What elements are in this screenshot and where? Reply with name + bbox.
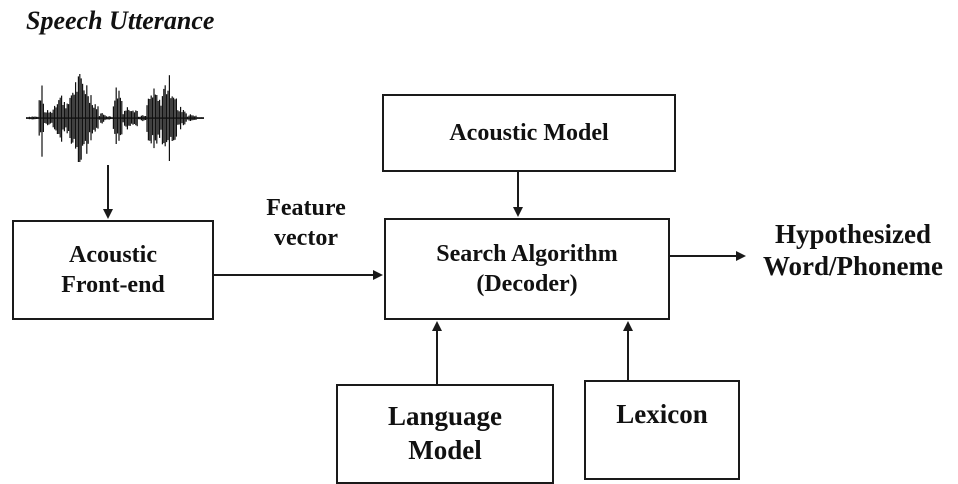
waveform-sample xyxy=(40,101,41,133)
waveform-sample xyxy=(74,95,75,139)
waveform-sample xyxy=(116,88,117,145)
language-model-label-line2: Model xyxy=(388,434,502,468)
waveform-sample xyxy=(148,99,149,141)
waveform-sample xyxy=(167,91,168,140)
lexicon-box: Lexicon xyxy=(584,380,740,480)
acoustic-model-label: Acoustic Model xyxy=(449,118,608,148)
acoustic-model-box: Acoustic Model xyxy=(382,94,676,172)
search-algorithm-box: Search Algorithm (Decoder) xyxy=(384,218,670,320)
acoustic-frontend-box: Acoustic Front-end xyxy=(12,220,214,320)
waveform-sample xyxy=(114,101,115,134)
waveform-baseline xyxy=(26,117,204,118)
waveform-sample xyxy=(82,84,83,146)
search-algorithm-label: Search Algorithm xyxy=(436,239,618,269)
waveform-sample xyxy=(117,99,118,134)
waveform-sample xyxy=(83,90,84,144)
speech-waveform-icon xyxy=(26,58,204,162)
waveform-sample xyxy=(92,105,93,133)
waveform-sample xyxy=(78,76,79,162)
waveform-sample xyxy=(71,95,72,143)
waveform-sample xyxy=(152,98,153,136)
waveform-sample xyxy=(156,95,157,144)
waveform-sample xyxy=(58,100,59,134)
waveform-sample xyxy=(57,104,58,134)
waveform-sample xyxy=(165,85,166,146)
waveform-sample xyxy=(151,96,152,144)
waveform-sample xyxy=(55,107,56,130)
language-model-box: Language Model xyxy=(336,384,554,484)
waveform-sample xyxy=(62,105,63,130)
waveform-sample xyxy=(173,98,174,141)
language-model-label-line1: Language xyxy=(388,400,502,434)
waveform-sample xyxy=(41,86,42,157)
waveform-sample xyxy=(88,96,89,144)
waveform-sample xyxy=(120,98,121,135)
frontend-label-line1: Acoustic xyxy=(61,240,165,270)
output-label-line2: Word/Phoneme xyxy=(748,250,958,282)
waveform-sample xyxy=(86,85,87,154)
diagram-title: Speech Utterance xyxy=(26,6,214,36)
waveform-sample xyxy=(64,102,65,131)
feature-vector-label: Feature vector xyxy=(246,193,366,253)
waveform-sample xyxy=(162,96,163,144)
waveform-sample xyxy=(163,89,164,143)
waveform-sample xyxy=(149,99,150,141)
waveform-sample xyxy=(118,91,119,141)
waveform-sample xyxy=(75,82,76,148)
feature-label-line2: vector xyxy=(246,223,366,253)
waveform-sample xyxy=(159,100,160,138)
output-label: Hypothesized Word/Phoneme xyxy=(748,218,958,283)
waveform-sample xyxy=(76,92,77,147)
output-label-line1: Hypothesized xyxy=(748,218,958,250)
waveform-sample xyxy=(81,78,82,159)
decoder-label: (Decoder) xyxy=(436,269,618,299)
feature-label-line1: Feature xyxy=(246,193,366,223)
waveform-sample xyxy=(131,111,132,124)
waveform-sample xyxy=(174,99,175,140)
lexicon-label: Lexicon xyxy=(616,398,708,432)
frontend-label-line2: Front-end xyxy=(61,270,165,300)
